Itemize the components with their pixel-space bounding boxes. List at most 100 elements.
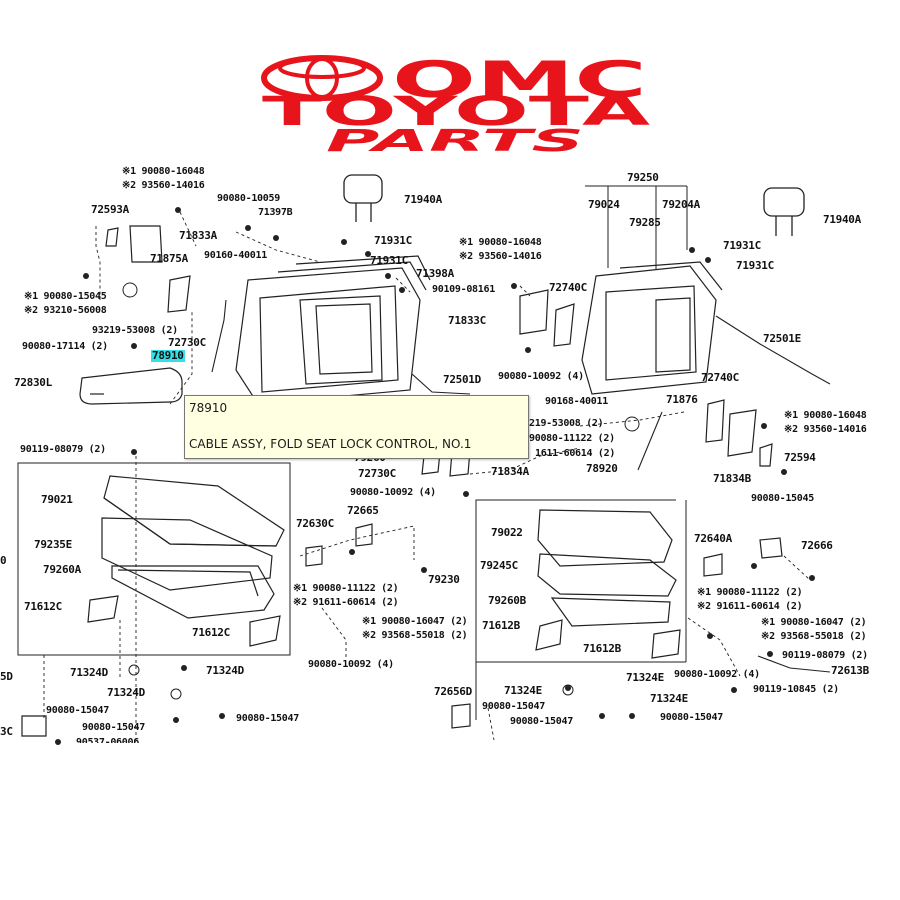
part-label[interactable]: 79285 — [629, 216, 661, 229]
part-label[interactable]: 71833A — [179, 229, 217, 242]
part-label[interactable]: 71875A — [150, 252, 188, 265]
part-label[interactable]: 71876 — [666, 393, 698, 406]
part-label[interactable]: 90160-40011 — [204, 250, 267, 261]
part-label[interactable]: 71931C — [374, 234, 412, 247]
part-label[interactable]: 71612B — [583, 642, 621, 655]
part-label[interactable]: 90119-08079 (2) — [20, 444, 106, 455]
part-label[interactable]: 72656D — [434, 685, 472, 698]
part-label[interactable]: 72730C — [358, 467, 396, 480]
part-label[interactable]: 219-53008 (2) — [529, 418, 604, 429]
part-label[interactable]: 3C — [0, 725, 13, 738]
part-label[interactable]: 1611-60614 (2) — [535, 448, 616, 459]
part-label[interactable]: ※2 93560-14016 — [459, 251, 542, 262]
part-label[interactable]: 79260A — [43, 563, 81, 576]
part-label[interactable]: ※2 91611-60614 (2) — [697, 601, 803, 612]
part-label[interactable]: 90080-15047 — [510, 716, 573, 727]
part-label[interactable]: 72593A — [91, 203, 129, 216]
part-label[interactable]: 5D — [0, 670, 13, 683]
part-label[interactable]: 90537-06006 — [76, 737, 139, 743]
part-label[interactable]: 79260B — [488, 594, 526, 607]
part-label[interactable]: 90080-15045 — [751, 493, 814, 504]
part-label[interactable]: 79024 — [588, 198, 620, 211]
part-label[interactable]: ※2 93568-55018 (2) — [362, 630, 468, 641]
part-label[interactable]: 71612B — [482, 619, 520, 632]
part-label[interactable]: 71324D — [107, 686, 145, 699]
part-label[interactable]: ※2 91611-60614 (2) — [293, 597, 399, 608]
part-label[interactable]: 79022 — [491, 526, 523, 539]
part-label[interactable]: 72740C — [549, 281, 587, 294]
part-label[interactable]: ※2 93568-55018 (2) — [761, 631, 867, 642]
part-label[interactable]: 71324D — [206, 664, 244, 677]
part-label[interactable]: ※2 93210-56008 — [24, 305, 107, 316]
part-label[interactable]: 79021 — [41, 493, 73, 506]
part-label[interactable]: 90080-15047 — [660, 712, 723, 723]
part-label[interactable]: 71931C — [736, 259, 774, 272]
part-label[interactable]: ※1 90080-16047 (2) — [362, 616, 468, 627]
part-label[interactable]: ※1 90080-16048 — [122, 166, 205, 177]
tooltip-part-description: CABLE ASSY, FOLD SEAT LOCK CONTROL, NO.1 — [189, 437, 472, 451]
part-label[interactable]: 90080-15047 — [236, 713, 299, 724]
part-label[interactable]: 79250 — [627, 171, 659, 184]
part-label[interactable]: 72501D — [443, 373, 481, 386]
part-label[interactable]: ※1 90080-16047 (2) — [761, 617, 867, 628]
part-label[interactable]: ※2 93560-14016 — [784, 424, 867, 435]
part-label[interactable]: ※1 90080-11122 (2) — [293, 583, 399, 594]
part-label[interactable]: 90168-40011 — [545, 396, 608, 407]
part-label[interactable]: 90080-15047 — [46, 705, 109, 716]
part-label[interactable]: 79245C — [480, 559, 518, 572]
seatback-right — [581, 261, 723, 395]
part-label[interactable]: 90080-17114 (2) — [22, 341, 108, 352]
part-label[interactable]: ※1 90080-16048 — [459, 237, 542, 248]
part-label[interactable]: 72501E — [763, 332, 801, 345]
part-label[interactable]: 72613B — [831, 664, 869, 677]
seat-cushion-right — [535, 509, 681, 659]
part-label[interactable]: 90080-10092 (4) — [308, 659, 394, 670]
part-label[interactable]: 90119-08079 (2) — [782, 650, 868, 661]
part-label[interactable]: 79204A — [662, 198, 700, 211]
part-label[interactable]: 90080-10092 (4) — [498, 371, 584, 382]
part-label[interactable]: 71940A — [404, 193, 442, 206]
part-label[interactable]: 71324E — [650, 692, 688, 705]
part-label[interactable]: 71834A — [491, 465, 529, 478]
part-label[interactable]: 90109-08161 — [432, 284, 495, 295]
part-label[interactable]: 71324D — [70, 666, 108, 679]
seatback-left — [235, 255, 431, 405]
part-label[interactable]: 90080-15047 — [482, 701, 545, 712]
part-label-highlighted[interactable]: 78910 — [151, 349, 185, 362]
part-label[interactable]: 72666 — [801, 539, 833, 552]
part-label[interactable]: 90119-10845 (2) — [753, 684, 839, 695]
part-label[interactable]: 72740C — [701, 371, 739, 384]
part-label[interactable]: 90080-11122 (2) — [529, 433, 615, 444]
part-label[interactable]: 72594 — [784, 451, 816, 464]
part-label[interactable]: 71324E — [504, 684, 542, 697]
part-label[interactable]: 71324E — [626, 671, 664, 684]
part-label[interactable]: 93219-53008 (2) — [92, 325, 178, 336]
part-label[interactable]: 71834B — [713, 472, 751, 485]
part-label[interactable]: ※2 93560-14016 — [122, 180, 205, 191]
part-label[interactable]: 71397B — [258, 207, 293, 218]
part-label[interactable]: 71931C — [723, 239, 761, 252]
part-label[interactable]: 72665 — [347, 504, 379, 517]
part-label[interactable]: 71612C — [24, 600, 62, 613]
part-label[interactable]: 72830L — [14, 376, 52, 389]
part-label[interactable]: 72640A — [694, 532, 732, 545]
part-label[interactable]: 71931C — [370, 254, 408, 267]
part-label[interactable]: 0 — [0, 554, 7, 567]
part-label[interactable]: 72630C — [296, 517, 334, 530]
part-label[interactable]: 90080-15047 — [82, 722, 145, 733]
part-label[interactable]: ※1 90080-15045 — [24, 291, 107, 302]
part-label[interactable]: 90080-10092 (4) — [350, 487, 436, 498]
brand-line1: OMC — [392, 51, 647, 109]
part-label[interactable]: 90080-10059 — [217, 193, 280, 204]
part-label[interactable]: 71940A — [823, 213, 861, 226]
part-label[interactable]: 79235E — [34, 538, 72, 551]
part-label[interactable]: 90080-10092 (4) — [674, 669, 760, 680]
part-label[interactable]: 71398A — [416, 267, 454, 280]
part-label[interactable]: 71612C — [192, 626, 230, 639]
part-label[interactable]: ※1 90080-11122 (2) — [697, 587, 803, 598]
part-label[interactable]: 72730C — [168, 336, 206, 349]
part-label[interactable]: 78920 — [586, 462, 618, 475]
part-label[interactable]: 71833C — [448, 314, 486, 327]
part-label[interactable]: 79230 — [428, 573, 460, 586]
part-label[interactable]: ※1 90080-16048 — [784, 410, 867, 421]
